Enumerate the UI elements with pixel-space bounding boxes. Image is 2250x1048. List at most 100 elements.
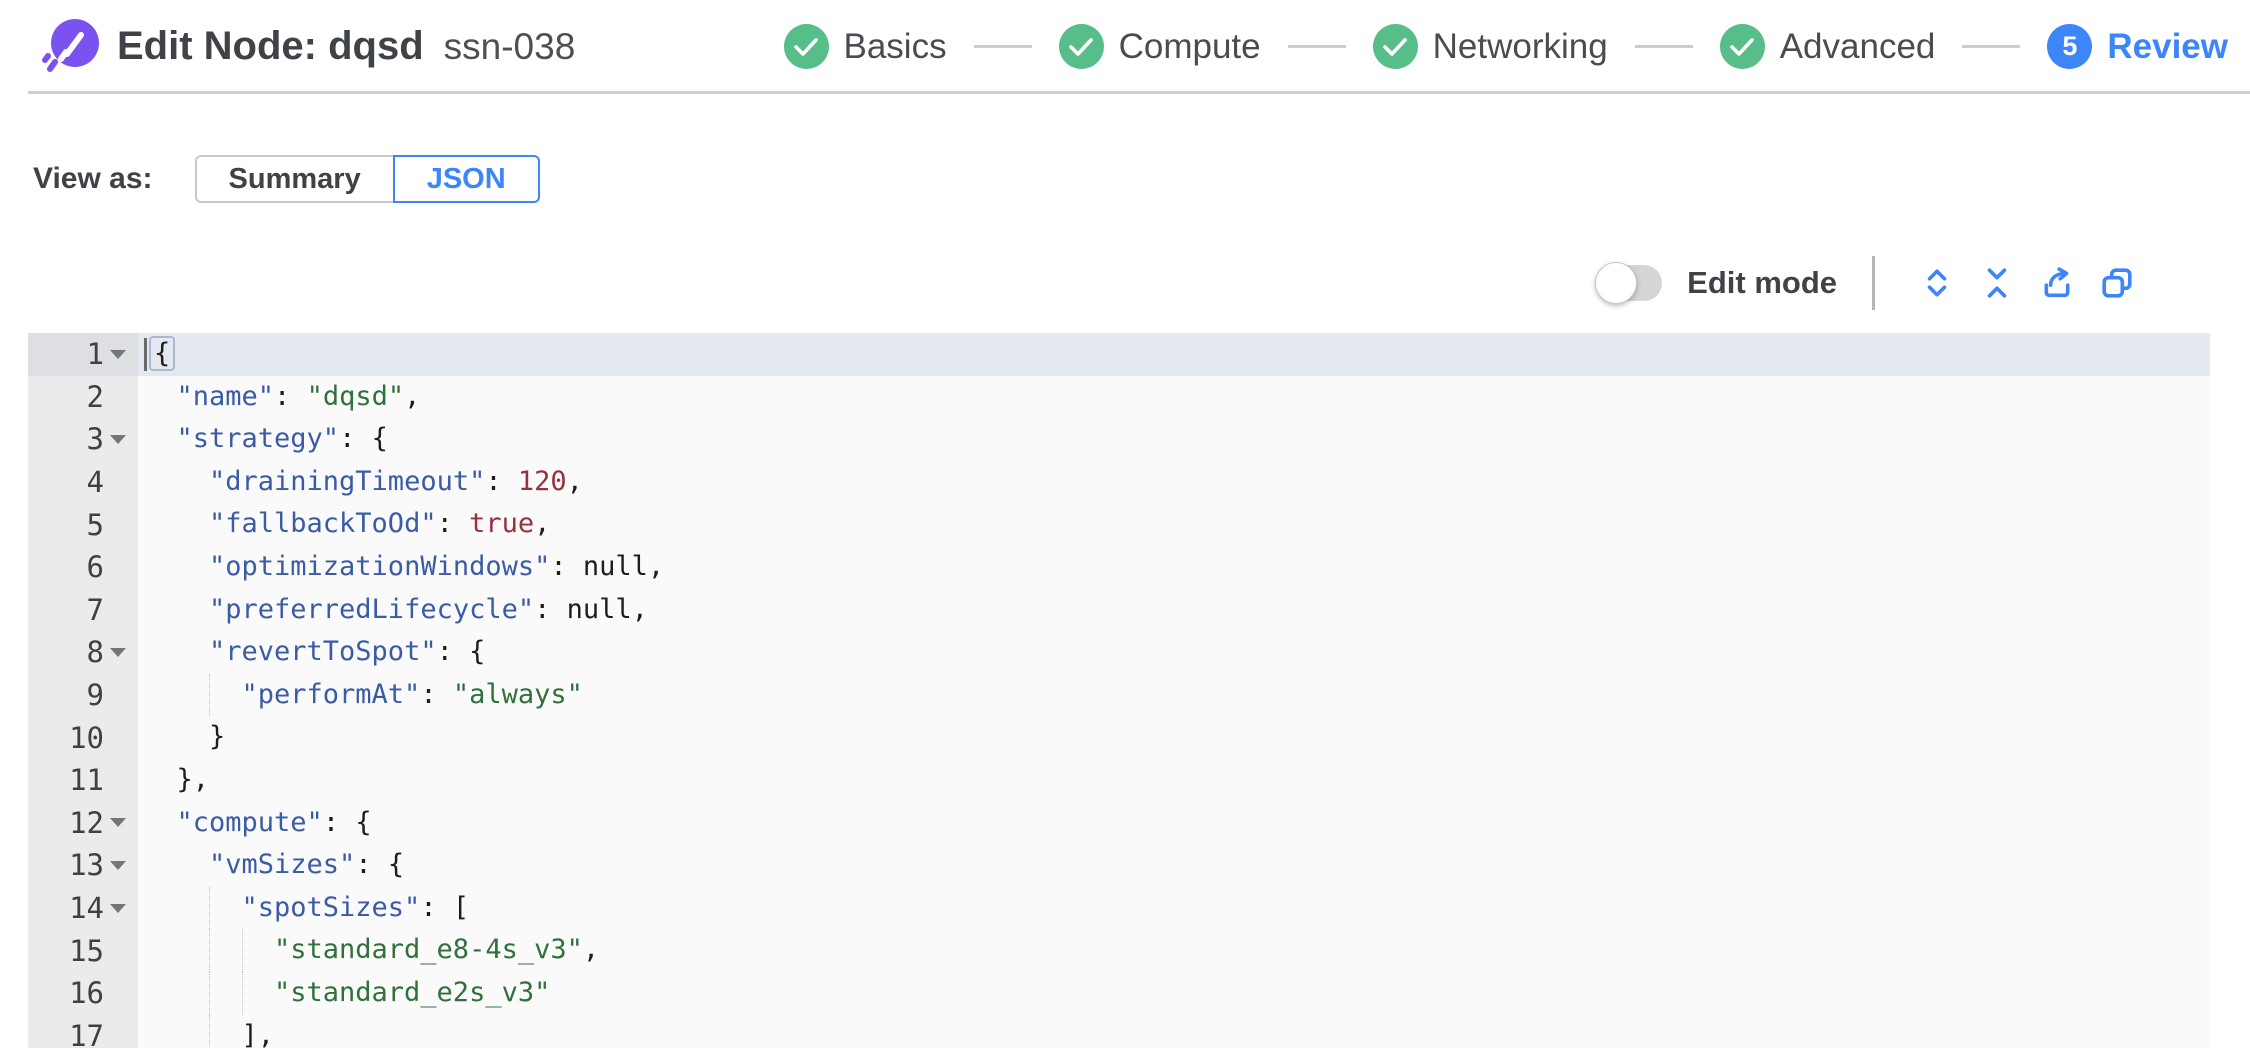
fold-slot <box>104 589 132 632</box>
indent-guide <box>144 461 177 504</box>
code-token: 120 <box>517 465 567 497</box>
code-line[interactable]: "revertToSpot": { <box>138 631 2210 674</box>
step-review[interactable]: 5 Review <box>2047 24 2228 69</box>
gutter-line: 9 <box>28 674 138 717</box>
line-number: 11 <box>69 763 104 798</box>
gutter-line: 16 <box>28 972 138 1015</box>
code-token: "fallbackToOd" <box>209 508 437 540</box>
view-as-json-button[interactable]: JSON <box>392 155 540 203</box>
fold-toggle-icon[interactable] <box>110 434 126 444</box>
text-cursor <box>144 338 147 371</box>
step-connector <box>1287 45 1346 48</box>
code-line[interactable]: } <box>138 716 2210 759</box>
code-line[interactable]: }, <box>138 759 2210 802</box>
code-line[interactable]: "spotSizes": [ <box>138 886 2210 930</box>
export-icon[interactable] <box>2040 266 2074 300</box>
code-line[interactable]: "strategy": { <box>138 418 2210 461</box>
gutter-line: 11 <box>28 759 138 802</box>
indent-guide <box>144 972 177 1015</box>
step-networking[interactable]: Networking <box>1372 24 1608 69</box>
indent-guide <box>177 503 210 546</box>
fold-slot <box>104 503 132 546</box>
indent-guide <box>144 929 177 972</box>
code-line[interactable]: "performAt": "always" <box>138 673 2210 717</box>
gutter-line: 5 <box>28 503 138 546</box>
code-line[interactable]: "standard_e8-4s_v3", <box>138 929 2210 972</box>
code-line[interactable]: ], <box>138 1014 2210 1048</box>
step-label: Compute <box>1118 26 1261 66</box>
step-basics[interactable]: Basics <box>783 24 947 69</box>
view-as-summary-button[interactable]: Summary <box>194 155 395 203</box>
code-token: , <box>647 550 665 582</box>
code-token: "strategy" <box>176 423 340 455</box>
step-done-check-icon <box>783 24 829 69</box>
step-advanced[interactable]: Advanced <box>1719 24 1936 69</box>
indent-guide <box>177 1015 210 1048</box>
editor-code[interactable]: {"name": "dqsd","strategy": {"drainingTi… <box>138 333 2210 1048</box>
fold-toggle-icon[interactable] <box>110 903 126 913</box>
step-label: Review <box>2107 26 2228 66</box>
indent-guide <box>144 546 177 589</box>
code-line[interactable]: "name": "dqsd", <box>138 376 2210 419</box>
wizard-header: Edit Node: dqsd ssn-038 Basics Compute N… <box>0 0 2250 93</box>
fold-toggle-icon[interactable] <box>110 647 126 657</box>
line-number: 14 <box>69 891 104 926</box>
spot-logo-icon <box>42 19 99 72</box>
expand-all-icon[interactable] <box>1920 266 1954 300</box>
indent-guide <box>144 802 177 845</box>
gutter-line: 3 <box>28 418 138 461</box>
code-line[interactable]: "fallbackToOd": true, <box>138 503 2210 546</box>
code-line[interactable]: "drainingTimeout": 120, <box>138 461 2210 504</box>
step-done-check-icon <box>1058 24 1104 69</box>
indent-guide <box>144 674 177 717</box>
copy-icon[interactable] <box>2100 266 2134 300</box>
indent-guide <box>241 929 275 972</box>
indent-guide <box>177 674 210 717</box>
fold-slot <box>104 929 132 972</box>
code-token: "preferredLifecycle" <box>209 593 535 625</box>
gutter-line: 14 <box>28 887 138 930</box>
indent-guide <box>144 887 177 930</box>
step-connector <box>1962 45 2021 48</box>
code-token: "optimizationWindows" <box>209 550 551 582</box>
code-line[interactable]: { <box>138 333 2210 376</box>
collapse-all-icon[interactable] <box>1980 266 2014 300</box>
fold-toggle-icon[interactable] <box>110 349 126 359</box>
code-line[interactable]: "optimizationWindows": null, <box>138 546 2210 589</box>
code-line[interactable]: "compute": { <box>138 802 2210 845</box>
code-token: "dqsd" <box>306 380 405 412</box>
line-number: 9 <box>86 678 104 713</box>
code-token: "standard_e8-4s_v3" <box>274 934 583 966</box>
fold-toggle-icon[interactable] <box>110 818 126 828</box>
indent-guide <box>144 1015 177 1048</box>
step-compute[interactable]: Compute <box>1058 24 1261 69</box>
indent-guide <box>177 844 210 887</box>
code-token: "drainingTimeout" <box>209 465 486 497</box>
gutter-line: 15 <box>28 929 138 972</box>
code-token: : [ <box>420 891 470 923</box>
code-token: : { <box>436 636 486 668</box>
fold-slot <box>104 333 132 376</box>
step-label: Advanced <box>1779 26 1936 66</box>
node-id-subtitle: ssn-038 <box>443 25 576 67</box>
fold-toggle-icon[interactable] <box>110 860 126 870</box>
fold-slot <box>104 972 132 1015</box>
indent-guide <box>241 971 275 1015</box>
indent-guide <box>177 716 210 759</box>
fold-slot <box>104 674 132 717</box>
code-token: "performAt" <box>241 678 421 710</box>
code-line[interactable]: "vmSizes": { <box>138 844 2210 887</box>
indent-guide <box>144 631 177 674</box>
fold-slot <box>104 802 132 845</box>
code-line[interactable]: "standard_e2s_v3" <box>138 971 2210 1015</box>
indent-guide <box>144 759 177 802</box>
toolbar-divider <box>1872 256 1875 310</box>
indent-guide <box>177 589 210 632</box>
code-token: : <box>485 465 518 497</box>
code-token: "revertToSpot" <box>209 636 437 668</box>
edit-mode-toggle[interactable] <box>1595 262 1663 304</box>
code-line[interactable]: "preferredLifecycle": null, <box>138 589 2210 632</box>
line-number: 12 <box>69 805 104 840</box>
gutter-line: 13 <box>28 844 138 887</box>
